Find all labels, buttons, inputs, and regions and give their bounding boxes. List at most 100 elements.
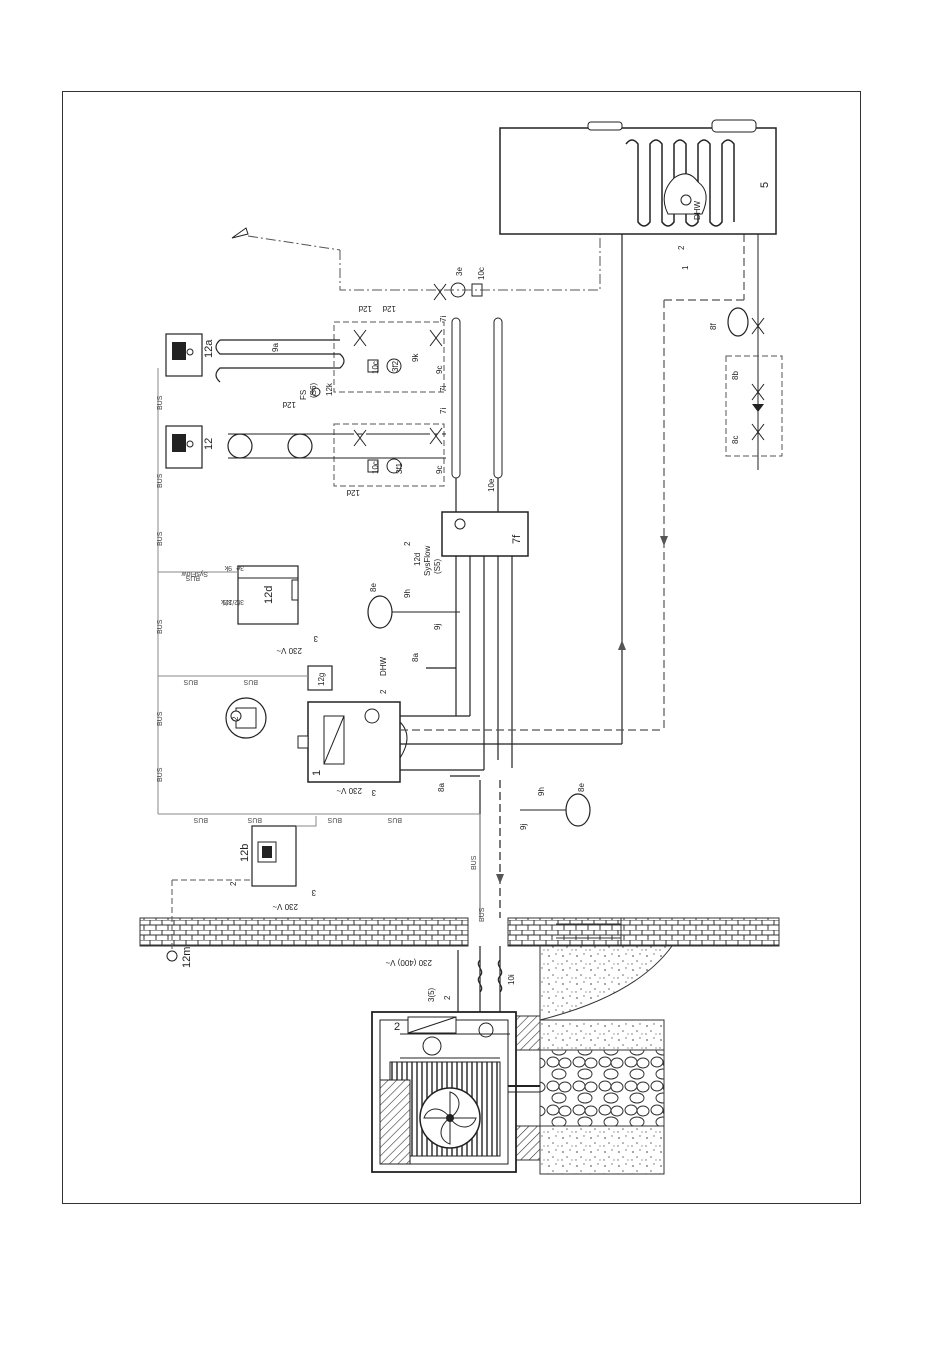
power-230-label: 230 V~ bbox=[276, 646, 302, 655]
bus-label: BUS bbox=[157, 619, 164, 634]
t-9k-label: 9k bbox=[224, 564, 232, 571]
heat-pump-label: 2 bbox=[394, 1021, 400, 1033]
cable-12d-label: 12d bbox=[383, 304, 396, 313]
hose-10i bbox=[477, 959, 503, 993]
cable-1-label: 1 bbox=[681, 265, 690, 270]
bus-label: BUS bbox=[243, 678, 258, 685]
dhw-label: DHW bbox=[693, 200, 702, 220]
cable-2-label: 2 bbox=[379, 689, 388, 694]
power-230-label: 230 V~ bbox=[336, 786, 362, 795]
cable-2-label: 2 bbox=[677, 245, 686, 250]
boiler-unit bbox=[297, 701, 408, 783]
cable-12d-label: 12d bbox=[413, 553, 422, 566]
circle-2-label: 2 bbox=[231, 716, 240, 721]
cable-12d-label: 12d bbox=[359, 304, 372, 313]
t-3f1-label: 3f1 bbox=[222, 598, 232, 605]
bus-label: BUS bbox=[327, 816, 342, 823]
cable-3-5-label: 3(5) bbox=[427, 987, 436, 1002]
diagram-frame bbox=[62, 91, 861, 1204]
expansion-vessel-8e bbox=[367, 595, 591, 827]
valve-9c-label: 9c bbox=[435, 466, 444, 474]
cylinder-label: 5 bbox=[759, 182, 771, 188]
bus-label: BUS bbox=[157, 473, 164, 488]
bus-label: BUS bbox=[479, 907, 486, 922]
valve-9k-label: 9k bbox=[411, 353, 420, 362]
vessel-8e-label: 8e bbox=[577, 783, 586, 792]
t-3e-label: 3e bbox=[236, 564, 244, 571]
bus-label: BUS bbox=[193, 816, 208, 823]
cable-3-label: 3 bbox=[311, 888, 316, 897]
valve-symbols bbox=[353, 283, 765, 447]
sysflow-sub-label: (S5) bbox=[433, 559, 442, 574]
fs-label: FS bbox=[299, 390, 308, 400]
valve-8a-label: 8a bbox=[411, 653, 420, 662]
cold-water-group bbox=[725, 234, 783, 470]
cable-12d-label: 12d bbox=[283, 400, 296, 409]
controller-12d-label: 12d bbox=[263, 586, 275, 604]
group-8b-label: 8b bbox=[731, 371, 740, 380]
dhw-small-label: DHW bbox=[379, 656, 388, 676]
bus-label: BUS bbox=[185, 574, 200, 581]
vessel-8f-label: 8f bbox=[709, 323, 718, 330]
sysflow-label: SysFlow bbox=[423, 546, 432, 576]
valve-9h-label: 9h bbox=[537, 787, 546, 796]
main-pipes bbox=[400, 234, 623, 777]
heating-circuit-12a-label: 12a bbox=[203, 339, 215, 358]
bus-backbone bbox=[157, 368, 481, 918]
valve-8a-label: 8a bbox=[437, 783, 446, 792]
house-wall bbox=[139, 917, 780, 947]
remote-wall-label: 12b bbox=[239, 844, 251, 862]
cable-2-label: 2 bbox=[403, 541, 412, 546]
boiler-label: 1 bbox=[311, 770, 323, 776]
bus-label: BUS bbox=[387, 816, 402, 823]
bus-label: BUS bbox=[157, 531, 164, 546]
pump-3e-label: 3e bbox=[455, 267, 464, 276]
controller-cable-labels: SysFlow 3f1 3f2/12k 9k 3e bbox=[181, 564, 244, 605]
bus-labels: BUS BUS BUS BUS BUS BUS BUS BUS BUS BUS … bbox=[157, 395, 486, 922]
sensor-12k-label: 12k bbox=[325, 382, 334, 396]
bus-label: BUS bbox=[183, 678, 198, 685]
cable-3-label: 3 bbox=[371, 788, 376, 797]
cable-3-label: 3 bbox=[313, 634, 318, 643]
valve-9j-label: 9j bbox=[433, 624, 442, 630]
pump-3f2-label: 3f2 bbox=[391, 360, 400, 372]
power-labels: 230 V~ 230 V~ 230 V~ 230 (400) V~ 3 2 3 … bbox=[229, 634, 452, 1002]
manifold-bars bbox=[451, 317, 503, 479]
room-unit-12g bbox=[225, 665, 333, 739]
valve-9h-label: 9h bbox=[403, 589, 412, 598]
valve-9a-label: 9a bbox=[271, 343, 280, 352]
cable-2-label: 2 bbox=[229, 881, 238, 886]
cable-12d-label: 12d bbox=[347, 488, 360, 497]
valve-10e-label: 10e bbox=[487, 478, 496, 492]
return-dashed-pipes bbox=[400, 234, 745, 731]
heating-circuit-12-label: 12 bbox=[203, 438, 215, 450]
outdoor-sensor-label: 12m bbox=[181, 947, 193, 968]
fs-sub-label: (S6) bbox=[309, 383, 318, 398]
dhw-cylinder bbox=[499, 119, 777, 235]
heating-circuit-12 bbox=[227, 423, 446, 487]
room-unit-12g-label: 12g bbox=[317, 673, 326, 686]
bus-label: BUS bbox=[471, 855, 478, 870]
controller-12d bbox=[237, 565, 299, 625]
room-unit-thermostats bbox=[165, 333, 203, 469]
bus-label: BUS bbox=[157, 767, 164, 782]
bus-label: BUS bbox=[157, 395, 164, 410]
remote-wall-unit bbox=[251, 816, 317, 887]
valve-9c-label: 9c bbox=[435, 366, 444, 374]
heat-pump-unit bbox=[371, 1011, 540, 1173]
code-7i-label: 7i bbox=[439, 316, 448, 322]
t-3f2-12k-label: 3f2/12k bbox=[221, 598, 244, 605]
sysflow-cable-label: SysFlow bbox=[181, 570, 208, 577]
dhw-circulation bbox=[231, 227, 601, 298]
hose-10i-label: 10i bbox=[507, 974, 516, 985]
code-7i-label: 7i bbox=[439, 408, 448, 414]
valve-9j-label: 9j bbox=[519, 824, 528, 830]
power-230-400-label: 230 (400) V~ bbox=[385, 958, 432, 967]
power-230-label: 230 V~ bbox=[272, 902, 298, 911]
group-8c-label: 8c bbox=[731, 436, 740, 444]
ground bbox=[515, 945, 673, 1175]
valve-10c-label: 10c bbox=[477, 267, 486, 280]
cable-2-label: 2 bbox=[443, 995, 452, 1000]
bus-label: BUS bbox=[157, 711, 164, 726]
